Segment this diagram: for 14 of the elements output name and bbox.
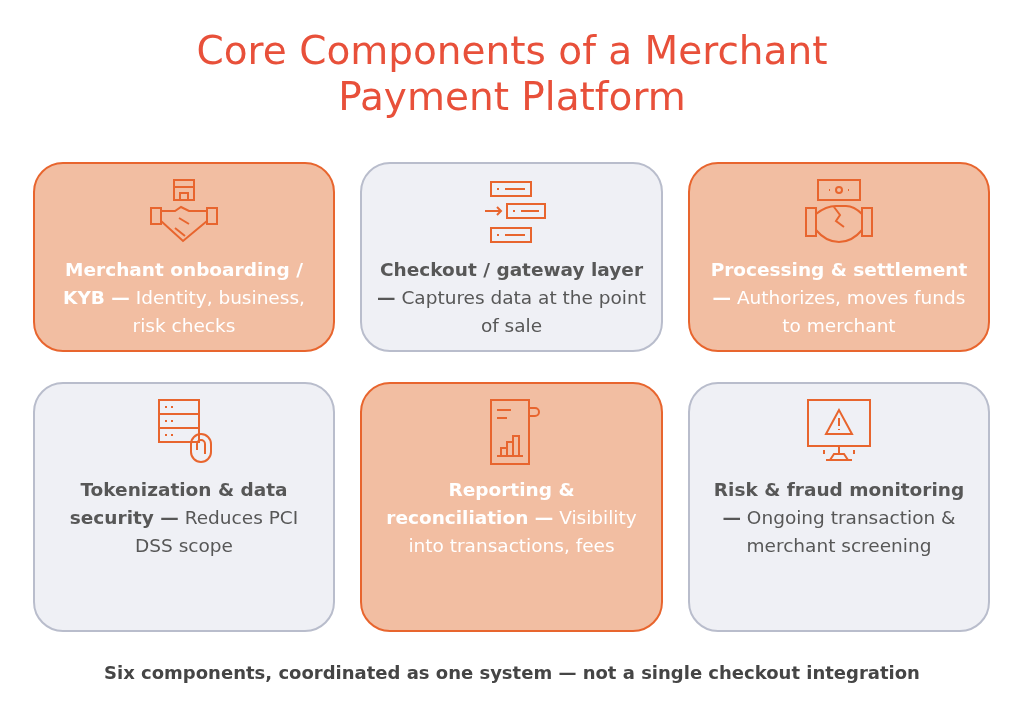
component-card [33,162,335,352]
component-description: Reporting & reconciliation — Visibility into transactions, fees [385,478,638,558]
component-description: Tokenization & data security — Reduces PCI DSS scope [68,478,300,558]
component-description: Checkout / gateway layer — Captures data at the point of sale [376,258,647,338]
component-card [688,162,990,352]
title: Core Components of a Merchant Payment Platform [195,28,829,120]
component-card [360,382,663,632]
component-description: Risk & fraud monitoring — Ongoing transaction & merchant screening [712,478,966,558]
component-card [360,162,663,352]
component-card [33,382,335,632]
component-card [688,382,990,632]
caption: Six components, coordinated as one system — not a single checkout integration [103,662,921,683]
component-description: Processing & settlement — Authorizes, moves funds to merchant [709,258,969,338]
component-description: Merchant onboarding / KYB — Identity, business, risk checks [62,258,306,338]
